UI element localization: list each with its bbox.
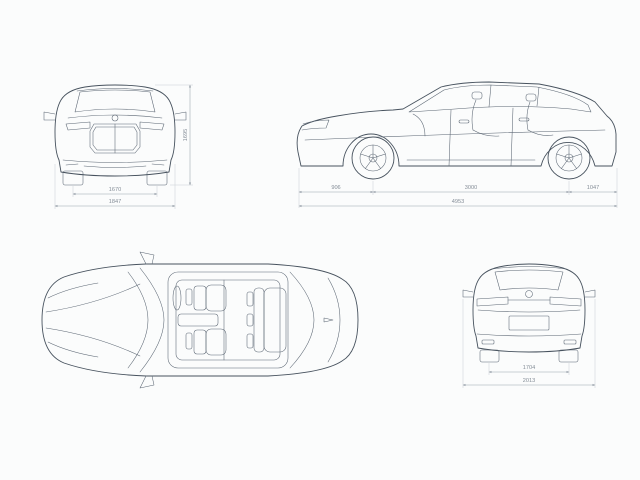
dimension-label-front-overhang: 906 [331, 185, 340, 191]
door-handle-rear [518, 117, 530, 122]
bumper-line [476, 333, 582, 337]
rear-window [494, 269, 564, 291]
side-body-outline [296, 81, 617, 167]
rear-dimensions: 1704 2013 [462, 299, 596, 388]
air-intake [83, 165, 147, 168]
kidney-grille [89, 123, 141, 154]
dimension-label-wheelbase: 3000 [465, 185, 477, 191]
c-pillar [536, 86, 540, 107]
mirror-right [584, 289, 596, 298]
side-view: 906 3000 1047 4953 [285, 60, 630, 220]
door-seam-rear [510, 107, 514, 167]
rear-seat [525, 93, 554, 136]
rear-view-drawing: 1704 2013 [462, 263, 596, 388]
character-line [304, 129, 606, 141]
tailgate-arc [327, 277, 341, 363]
rear-window-arc [289, 271, 315, 369]
front-view-wheels [62, 170, 168, 186]
front-body-outline [54, 84, 176, 177]
windshield-top-arc [139, 267, 165, 373]
front-view: 1670 1847 1695 [30, 68, 205, 218]
door-handle-front [458, 119, 470, 124]
dimension-label-height: 1695 [183, 129, 189, 141]
brand-roundel [111, 114, 119, 122]
rear-view: 1704 2013 [448, 248, 613, 393]
side-windows [408, 84, 592, 113]
front-dimensions: 1670 1847 1695 [54, 84, 193, 209]
bumper-line [62, 159, 168, 163]
mirror-bottom [139, 375, 155, 389]
dimension-label-front-track: 1670 [109, 187, 121, 193]
rear-body-outline [472, 263, 586, 353]
mirror-left [43, 111, 56, 121]
headlight-side [301, 119, 330, 131]
top-view [28, 238, 363, 403]
front-seat [471, 91, 500, 137]
door-seam-front [448, 109, 452, 167]
headlight-right [139, 121, 165, 131]
dimension-label-rear-overhang: 1047 [587, 185, 599, 191]
panoramic-sunroof [175, 279, 281, 361]
front-wheel [351, 136, 395, 180]
passenger-seat [185, 328, 227, 356]
top-body-outline [41, 263, 359, 377]
windshield [74, 89, 156, 113]
roof-outline [167, 271, 289, 369]
b-pillar [488, 84, 492, 108]
mirror-right [174, 111, 187, 121]
reflector-right [563, 339, 577, 345]
hood-crease-upper [45, 283, 141, 313]
license-plate [508, 315, 550, 331]
hood-crease-lower [45, 327, 141, 357]
mirror-left [462, 289, 474, 298]
antenna-fin [323, 317, 334, 323]
dashboard-line [412, 113, 426, 137]
windshield-base-arc [127, 271, 149, 369]
center-console [177, 313, 219, 327]
roof-line [76, 88, 154, 92]
side-dimensions: 906 3000 1047 4953 [298, 168, 618, 208]
reflector-left [481, 339, 495, 345]
front-view-drawing: 1670 1847 1695 [43, 84, 193, 209]
taillight-left [476, 296, 509, 307]
headlight-left [65, 121, 91, 131]
rear-bench [246, 287, 287, 353]
top-view-drawing [41, 251, 359, 389]
dimension-label-rear-track: 1704 [523, 365, 535, 371]
dimension-label-overall-length: 4953 [452, 199, 464, 205]
tailgate-crease [477, 309, 581, 313]
hood-line [67, 114, 163, 119]
dimension-label-front-overall-width: 1847 [109, 199, 121, 205]
driver-seat [185, 284, 227, 312]
dimension-label-rear-overall-width: 2013 [523, 378, 535, 384]
side-view-drawing: 906 3000 1047 4953 [296, 81, 618, 208]
fog-slat-right [151, 163, 165, 166]
mirror-top [139, 251, 155, 265]
steering-wheel [172, 285, 182, 311]
taillight-right [549, 296, 582, 307]
front-bumper-arc-upper [47, 282, 99, 299]
rear-wheel [547, 136, 591, 180]
front-bumper-arc-lower [47, 341, 99, 358]
fog-slat-left [65, 163, 79, 166]
brand-roundel [525, 290, 533, 298]
spoiler-line [491, 266, 567, 270]
